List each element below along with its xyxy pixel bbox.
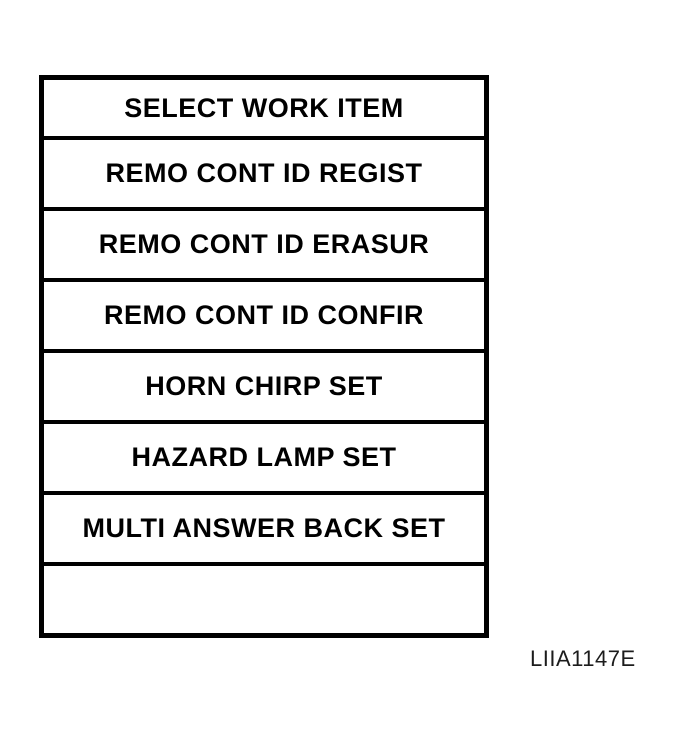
menu-item-label: REMO CONT ID REGIST <box>105 158 423 188</box>
menu-item-hazard-lamp-set[interactable]: HAZARD LAMP SET <box>44 424 484 495</box>
figure-code: LIIA1147E <box>530 646 636 671</box>
menu-item-label: REMO CONT ID ERASUR <box>98 229 430 259</box>
select-work-item-menu: SELECT WORK ITEM REMO CONT ID REGIST REM… <box>39 75 489 638</box>
menu-item-empty <box>44 566 484 633</box>
menu-item-remo-cont-id-confir[interactable]: REMO CONT ID CONFIR <box>44 282 484 353</box>
menu-item-multi-answer-back-set[interactable]: MULTI ANSWER BACK SET <box>44 495 484 566</box>
menu-item-label: HORN CHIRP SET <box>145 371 383 401</box>
menu-header: SELECT WORK ITEM <box>44 80 484 140</box>
menu-item-remo-cont-id-regist[interactable]: REMO CONT ID REGIST <box>44 140 484 211</box>
menu-item-label: MULTI ANSWER BACK SET <box>82 513 446 543</box>
menu-item-remo-cont-id-erasur[interactable]: REMO CONT ID ERASUR <box>44 211 484 282</box>
menu-item-horn-chirp-set[interactable]: HORN CHIRP SET <box>44 353 484 424</box>
menu-item-label: REMO CONT ID CONFIR <box>104 300 424 330</box>
menu-item-label: HAZARD LAMP SET <box>131 442 397 472</box>
menu-header-label: SELECT WORK ITEM <box>124 92 404 123</box>
